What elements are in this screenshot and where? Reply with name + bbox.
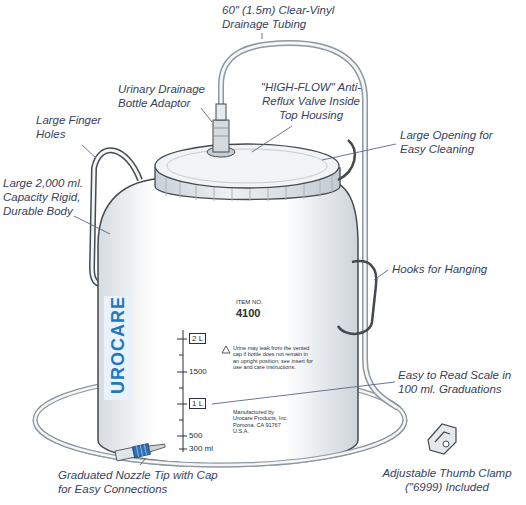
cap-rib (166, 175, 167, 196)
warning-text: Urine may leak from the vented cap if bo… (233, 345, 315, 371)
adaptor-barbs (214, 128, 228, 136)
clamp-slot (435, 432, 450, 442)
adaptor-body (213, 120, 229, 152)
leader-line (140, 458, 146, 465)
nozzle-tip (115, 440, 166, 461)
callout-label: Large 2,000 ml. Capacity Rigid, Durable … (3, 176, 89, 218)
scale-number: 1500 (189, 367, 207, 376)
upper-hook (338, 140, 355, 180)
callout-label: Graduated Nozzle Tip with Cap for Easy C… (58, 468, 218, 496)
callout-label: Urinary Drainage Bottle Adaptor (118, 82, 214, 110)
leader-line (82, 145, 96, 158)
callout-label: "HIGH-FLOW" Anti-Reflux Valve Inside Top… (255, 80, 367, 122)
scale-line (183, 330, 184, 452)
cap-rib (332, 174, 333, 194)
callout-label: 60" (1.5m) Clear-Vinyl Drainage Tubing (222, 3, 354, 31)
nozzle-cap-ribs (136, 444, 146, 456)
nozzle-cap (132, 444, 150, 458)
bottle-body (98, 178, 358, 464)
leader-line (262, 33, 263, 39)
leader-lines (74, 33, 396, 465)
brand-text: UROCARE (108, 296, 128, 394)
clamp-hole (443, 441, 449, 447)
callout-label: Easy to Read Scale in 100 ml. Graduation… (398, 368, 522, 396)
scale-tick (179, 449, 187, 450)
thumb-clamp (428, 424, 456, 454)
nozzle-body (115, 447, 135, 461)
scale-tick (179, 420, 183, 421)
adaptor-tip (216, 104, 226, 120)
scale-number: 300 ml (189, 444, 213, 453)
scale-marks (177, 330, 187, 452)
brand-band (104, 296, 132, 400)
scale-tick (177, 404, 187, 405)
scale-tick (177, 339, 187, 340)
cap-top (155, 144, 339, 188)
maker-text: Manufactured by Urocare Products, Inc. P… (233, 409, 295, 435)
scale-number: 1 L (189, 398, 206, 409)
scale-number: 500 (189, 431, 202, 440)
leader-line (374, 270, 388, 280)
leader-line (322, 144, 396, 160)
callout-label: Large Finger Holes (36, 113, 110, 141)
clamp-body (428, 424, 456, 454)
cap-top-ring (167, 149, 327, 183)
callout-label: Hooks for Hanging (392, 262, 517, 276)
scale-tick (177, 372, 187, 373)
callout-label: Adjustable Thumb Clamp ("6999) Included (380, 466, 514, 494)
item-number: 4100 (236, 307, 260, 319)
scale-tick (177, 436, 187, 437)
hanging-hook (338, 261, 376, 334)
nozzle-point (149, 443, 166, 452)
leader-line (201, 108, 212, 122)
tubing-loop-front (35, 420, 405, 465)
tubing-loop-front-core (35, 420, 405, 465)
leader-line (252, 126, 292, 152)
scale-tick (179, 388, 183, 389)
callout-label: Large Opening for Easy Cleaning (400, 128, 500, 156)
warning-symbol (222, 346, 230, 353)
scale-number: 2 L (189, 333, 206, 344)
item-label: ITEM NO. (236, 299, 263, 306)
scale-tick (179, 355, 183, 356)
leader-line (74, 216, 110, 234)
leader-line (212, 382, 395, 404)
